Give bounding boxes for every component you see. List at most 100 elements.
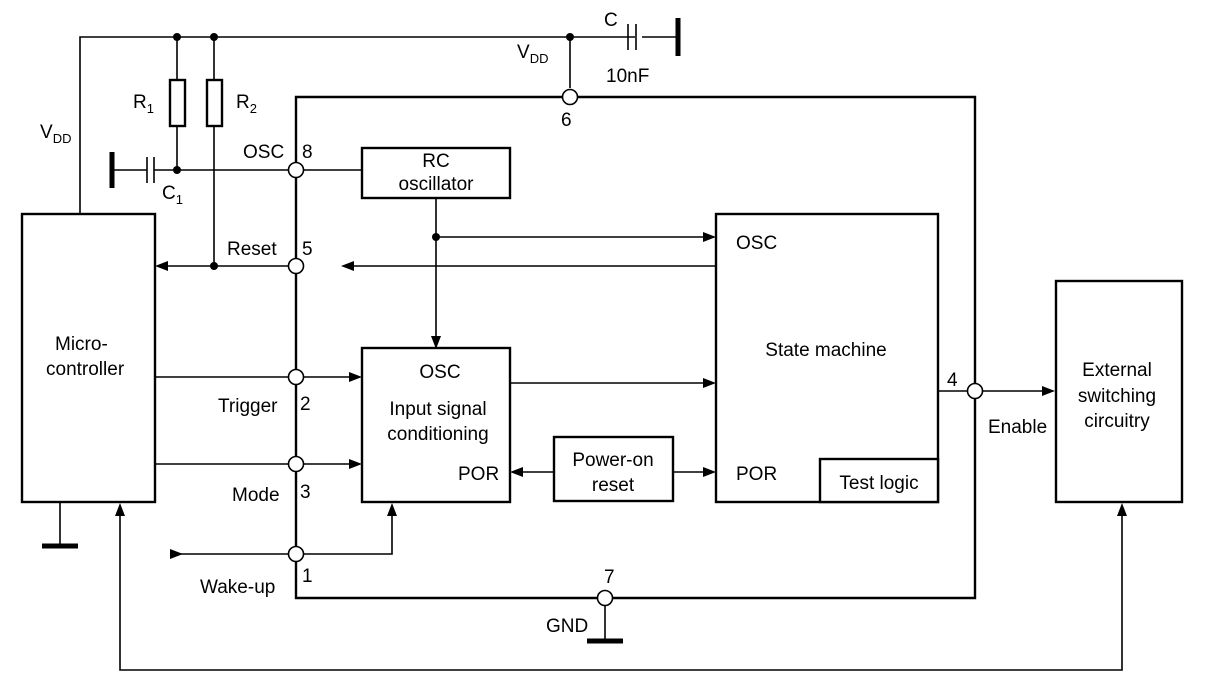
external-switching-block xyxy=(1054,279,1184,504)
pin-5-reset xyxy=(287,257,305,275)
resistor-r1 xyxy=(168,78,187,128)
state-machine-osc-label: OSC xyxy=(736,233,777,254)
arrow-rc-to-sm xyxy=(703,232,716,242)
vdd-left-main: V xyxy=(40,122,53,143)
pin-2-trigger xyxy=(287,368,305,386)
arrow-rc-to-isc xyxy=(431,336,441,349)
pin-4-enable xyxy=(966,382,984,400)
pin-gnd-name: GND xyxy=(546,616,588,637)
vdd-top-sub: DD xyxy=(530,51,549,66)
power-on-reset-block xyxy=(552,435,675,503)
arrow-por-to-sm xyxy=(703,467,716,477)
pin-trigger-number: 2 xyxy=(300,394,311,415)
microcontroller-label-1: Micro- xyxy=(55,334,108,355)
c1-main: C xyxy=(162,183,176,204)
arrow-reset-in xyxy=(341,261,354,271)
junction-dot xyxy=(173,33,181,41)
pin-3-mode xyxy=(287,455,305,473)
vdd-top-main: V xyxy=(517,42,530,63)
external-label-1: External xyxy=(1082,360,1152,381)
arrow-isc-to-sm xyxy=(703,378,716,388)
wiring xyxy=(59,36,1123,671)
pin-reset-name: Reset xyxy=(227,239,277,260)
isc-osc-label: OSC xyxy=(419,362,460,383)
junction-dot xyxy=(432,233,440,241)
pin-mode-name: Mode xyxy=(232,485,280,506)
arrow-mode xyxy=(349,459,362,469)
junctions xyxy=(173,33,574,270)
external-label-2: switching xyxy=(1078,386,1156,407)
isc-label-1: Input signal xyxy=(389,399,486,420)
test-logic-label: Test logic xyxy=(839,473,918,494)
r2-main: R xyxy=(236,92,250,113)
r2-label: R2 xyxy=(236,92,257,116)
ic-outline-top-right xyxy=(578,95,977,383)
r1-sub: 1 xyxy=(147,101,154,116)
rc-oscillator-label-1: RC xyxy=(422,151,449,172)
pin-wake-up-name: Wake-up xyxy=(200,577,275,598)
pin-mode-number: 3 xyxy=(300,482,311,503)
ic-outline-bottom-right xyxy=(613,399,977,600)
test-logic-block xyxy=(818,457,940,504)
pin-8-osc xyxy=(287,161,305,179)
state-machine-block xyxy=(714,212,940,504)
arrow-enable xyxy=(1042,386,1055,396)
c1-sub: 1 xyxy=(176,192,183,207)
pin-vdd-number: 6 xyxy=(561,110,572,131)
r1-label: R1 xyxy=(133,92,154,116)
rc-oscillator-block xyxy=(360,146,512,200)
capacitor-c1 xyxy=(146,157,155,183)
arrowheads xyxy=(115,232,1127,559)
vdd-left-sub: DD xyxy=(53,131,72,146)
input-signal-conditioning-block xyxy=(360,346,512,504)
arrow-reset-to-mc xyxy=(155,261,168,271)
pin-reset-number: 5 xyxy=(302,239,313,260)
junction-dot xyxy=(210,33,218,41)
ic-outline-bottom-left xyxy=(294,562,597,600)
arrow-feedback-ext xyxy=(1117,503,1127,516)
vdd-rail-wire xyxy=(79,36,635,214)
por-label-2: reset xyxy=(592,475,635,496)
c1-label: C1 xyxy=(162,183,183,207)
pin-6-vdd xyxy=(561,88,579,106)
pin-enable-name: Enable xyxy=(988,417,1047,438)
wakeup-isc-wire xyxy=(304,516,393,555)
isc-label-2: conditioning xyxy=(387,424,488,445)
resistor-r2 xyxy=(205,78,224,128)
junction-dot xyxy=(210,262,218,270)
pin-7-gnd xyxy=(596,589,614,607)
pin-1-wake-up xyxy=(287,545,305,563)
ic-outline-top-left xyxy=(294,95,562,162)
junction-dot xyxy=(566,33,574,41)
r1-main: R xyxy=(133,92,147,113)
pin-enable-number: 4 xyxy=(947,370,958,391)
capacitor-c xyxy=(627,24,637,50)
arrow-wakeup-to-isc xyxy=(387,503,397,516)
r2-sub: 2 xyxy=(250,101,257,116)
arrow-trigger xyxy=(349,372,362,382)
feedback-wire xyxy=(119,516,1123,671)
arrow-feedback-mc xyxy=(115,503,125,516)
microcontroller-label-2: controller xyxy=(46,359,125,380)
vdd-top-label: VDD xyxy=(517,42,548,66)
pin-osc-number: 8 xyxy=(302,142,313,163)
rc-oscillator-label-2: oscillator xyxy=(399,174,475,195)
pin-wake-up-number: 1 xyxy=(302,566,313,587)
capacitor-c-label: C xyxy=(604,10,618,31)
capacitor-c-value: 10nF xyxy=(606,66,649,87)
arrow-wakeup-in xyxy=(170,549,183,559)
pins xyxy=(287,88,984,607)
junction-dot xyxy=(173,166,181,174)
isc-por-label: POR xyxy=(458,464,499,485)
pin-gnd-number: 7 xyxy=(604,567,615,588)
por-label-1: Power-on xyxy=(572,450,653,471)
vdd-left-label: VDD xyxy=(40,122,71,146)
arrow-por-to-isc xyxy=(510,467,523,477)
pin-trigger-name: Trigger xyxy=(218,396,278,417)
state-machine-por-label: POR xyxy=(736,464,777,485)
external-label-3: circuitry xyxy=(1084,411,1150,432)
state-machine-title: State machine xyxy=(765,340,886,361)
pin-osc-name: OSC xyxy=(243,142,284,163)
microcontroller-block xyxy=(20,212,157,504)
